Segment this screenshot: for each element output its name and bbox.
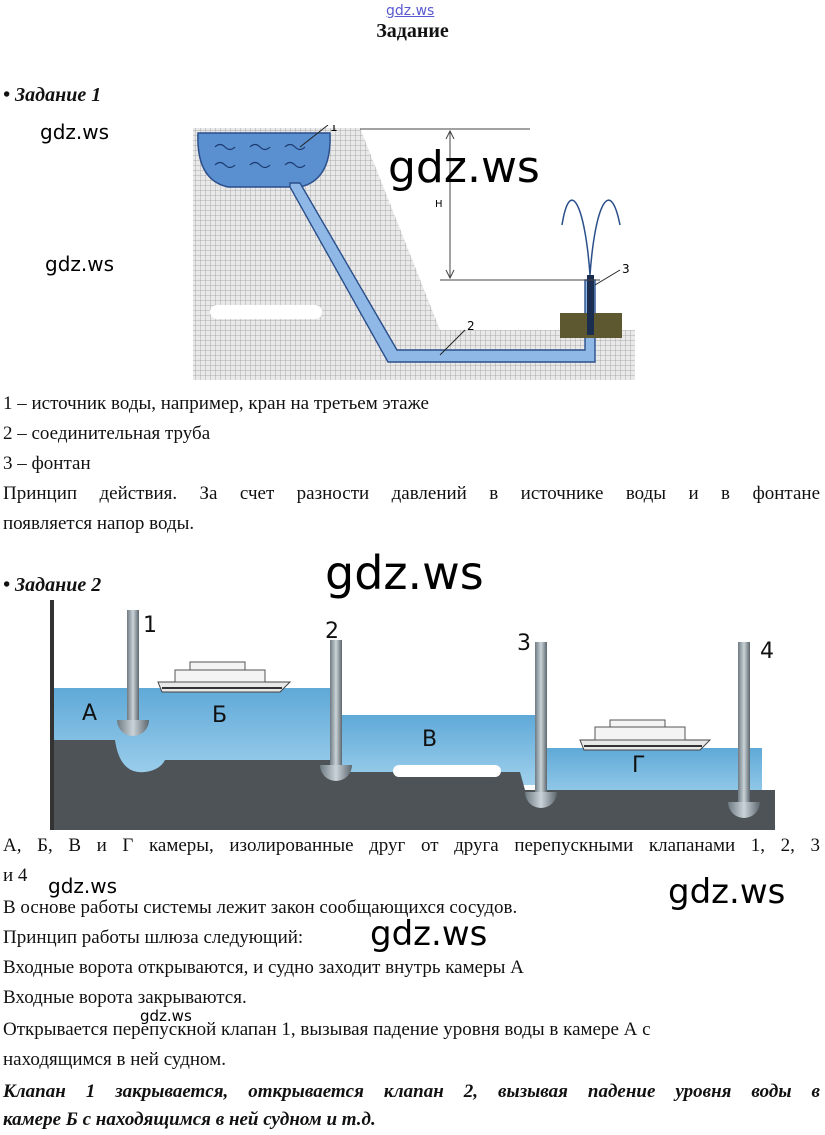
valve-post-1 [127, 610, 139, 720]
valve-label-4: 4 [760, 639, 774, 664]
lock-diagram: 1 2 3 4 А Б В Г [50, 600, 775, 830]
fountain-nozzle [587, 275, 594, 335]
valve-label-2: 2 [325, 619, 339, 644]
valve-label-1: 1 [143, 613, 157, 638]
ship-left [157, 661, 292, 693]
text-line: В основе работы системы лежит закон сооб… [3, 897, 518, 918]
text-line: Принцип работы шлюза следующий: [3, 927, 304, 948]
riverbed [54, 740, 775, 830]
top-watermark: gdz.ws [386, 3, 435, 19]
legend-item: 3 – фонтан [3, 453, 91, 474]
text-line: и 4 [3, 865, 28, 886]
chamber-label-g: Г [632, 753, 645, 778]
chamber-label-v: В [422, 727, 437, 752]
valve-post-3 [535, 642, 547, 792]
watermark: gdz.ws [388, 142, 540, 193]
watermark: gdz.ws [668, 872, 786, 912]
task2-heading: • Задание 2 [3, 574, 102, 596]
watermark: gdz.ws [48, 874, 118, 898]
label-2: 2 [467, 319, 475, 333]
task1-heading: • Задание 1 [3, 84, 102, 106]
watermark: gdz.ws [40, 120, 110, 144]
text-line: Входные ворота открываются, и судно захо… [3, 957, 524, 978]
valve-post-2 [330, 640, 342, 765]
label-3: 3 [622, 262, 630, 276]
chamber-label-b: Б [212, 703, 227, 728]
conclusion-text: Клапан 1 закрывается, открывается клапан… [3, 1081, 820, 1102]
watermark: gdz.ws [325, 546, 484, 600]
page-title: Задание [376, 20, 449, 42]
text-line: находящимся в ней судном. [3, 1049, 226, 1070]
fountain-diagram: H 1 2 3 [193, 125, 635, 380]
text-line: А, Б, В и Г камеры, изолированные друг о… [3, 835, 820, 856]
valve-label-3: 3 [517, 631, 531, 656]
label-h: H [435, 199, 443, 210]
chamber-label-a: А [82, 701, 97, 726]
watermark: gdz.ws [370, 914, 488, 954]
text-line: Открывается перепускной клапан 1, вызыва… [3, 1019, 651, 1040]
principle-text: Принцип действия. За счет разности давле… [3, 483, 820, 504]
legend-item: 2 – соединительная труба [3, 423, 211, 444]
valve-post-4 [738, 642, 750, 802]
watermark: gdz.ws [45, 252, 115, 276]
text-line: Входные ворота закрываются. [3, 987, 247, 1008]
reservoir [197, 132, 331, 188]
legend-item: 1 – источник воды, например, кран на тре… [3, 393, 429, 414]
conclusion-text: камере Б с находящимся в ней судном и т.… [3, 1109, 376, 1130]
watermark: gdz.ws [140, 1007, 192, 1025]
label-1: 1 [330, 125, 338, 134]
ship-right [579, 719, 712, 751]
principle-text: появляется напор воды. [3, 513, 195, 534]
